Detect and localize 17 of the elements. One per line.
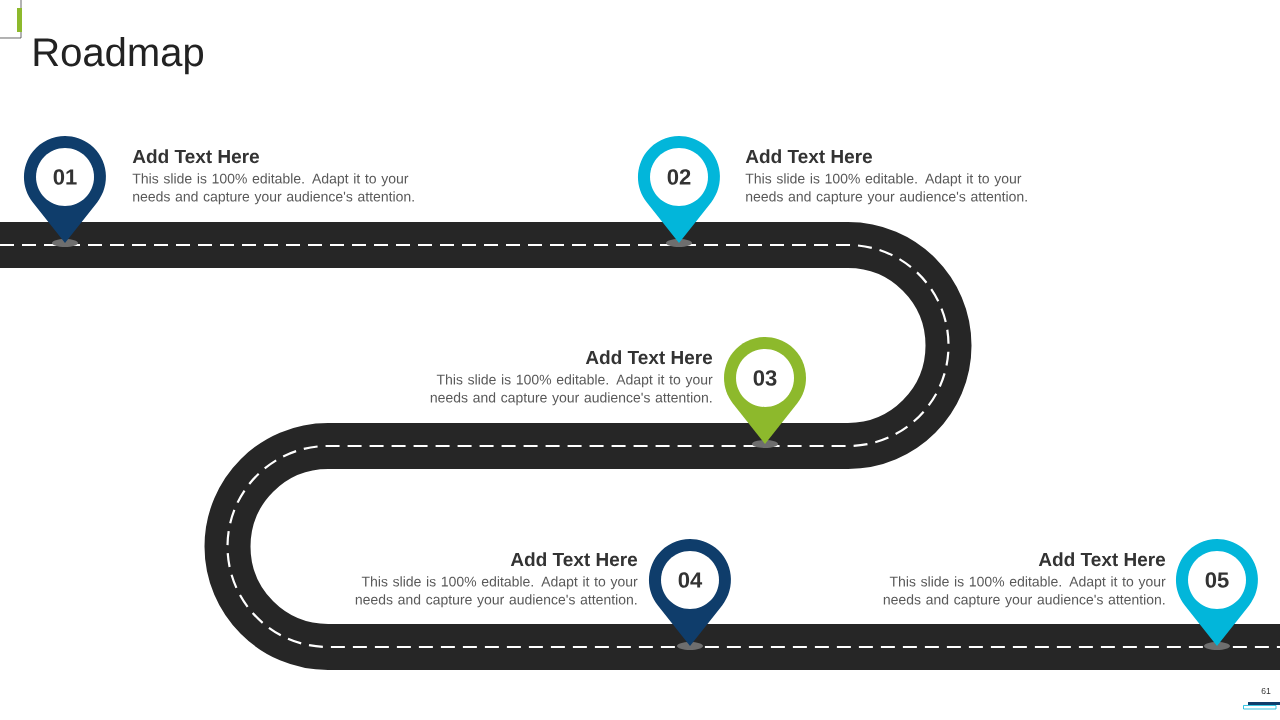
body-text: This slide is 100% editable. Adapt it to your needs and capture your audience's attention. [132,173,414,205]
title: Roadmap [34,37,203,75]
body-text: This slide is 100% editable. Adapt it to your needs and capture your audience's attention. [355,576,638,608]
map-pin: 02 [638,136,720,247]
body-text: This slide is 100% editable. Adapt it to your needs and capture your audience's attention. [430,374,713,406]
body-text: This slide is 100% editable. Adapt it to your needs and capture your audience's attention. [883,576,1166,608]
heading: Add Text Here [745,149,872,164]
map-pin: 01 [24,136,106,247]
map-pin: 04 [649,539,731,650]
heading: Add Text Here [132,149,259,164]
heading: Add Text Here [585,350,713,365]
heading: Add Text Here [1038,552,1166,567]
page-number: 61 [1261,687,1271,695]
map-pin: 05 [1176,539,1258,650]
body-text: This slide is 100% editable. Adapt it to your needs and capture your audience's attention. [745,173,1027,205]
map-pin: 03 [724,337,806,448]
heading: Add Text Here [510,552,638,567]
